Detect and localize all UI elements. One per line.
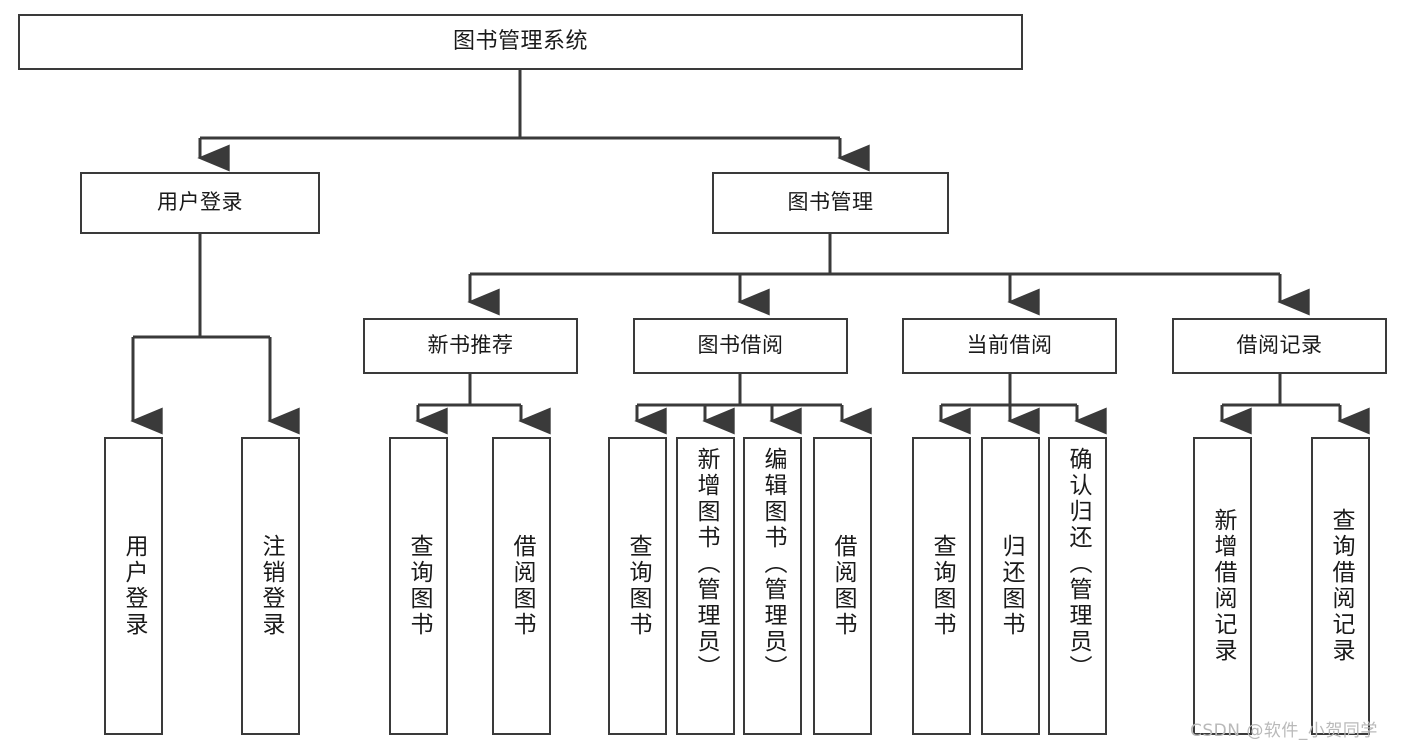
node-label: 用户登录 — [121, 534, 147, 638]
leaf-borrow-add-book-admin[interactable]: 新增图书（管理员） — [676, 437, 735, 735]
leaf-borrow-query-book[interactable]: 查询图书 — [608, 437, 667, 735]
node-label: 图书借阅 — [697, 333, 784, 358]
leaf-user-login[interactable]: 用户登录 — [104, 437, 163, 735]
leaf-newbook-query-book[interactable]: 查询图书 — [389, 437, 448, 735]
node-label: 编辑图书（管理员） — [760, 447, 786, 681]
node-root-library-system[interactable]: 图书管理系统 — [18, 14, 1023, 70]
node-label: 归还图书 — [998, 534, 1024, 638]
leaf-current-return-book[interactable]: 归还图书 — [981, 437, 1040, 735]
leaf-record-add-record[interactable]: 新增借阅记录 — [1193, 437, 1252, 735]
node-label: 当前借阅 — [966, 333, 1053, 358]
leaf-current-confirm-return-admin[interactable]: 确认归还（管理员） — [1048, 437, 1107, 735]
node-label: 借阅图书 — [509, 534, 535, 638]
leaf-borrow-edit-book-admin[interactable]: 编辑图书（管理员） — [743, 437, 802, 735]
node-label: 用户登录 — [157, 190, 243, 215]
node-label: 新增借阅记录 — [1210, 508, 1236, 664]
leaf-current-query-book[interactable]: 查询图书 — [912, 437, 971, 735]
node-label: 借阅记录 — [1236, 333, 1323, 358]
node-label: 图书管理 — [787, 190, 874, 215]
node-label: 借阅图书 — [830, 534, 856, 638]
csdn-watermark: CSDN @软件_小贺同学 — [1190, 721, 1378, 741]
node-label: 新增图书（管理员） — [693, 447, 719, 681]
node-label: 图书管理系统 — [452, 28, 588, 54]
node-new-book-recommend[interactable]: 新书推荐 — [363, 318, 578, 374]
node-book-borrow[interactable]: 图书借阅 — [633, 318, 848, 374]
node-label: 查询图书 — [406, 534, 432, 638]
node-borrow-record[interactable]: 借阅记录 — [1172, 318, 1387, 374]
leaf-record-query-record[interactable]: 查询借阅记录 — [1311, 437, 1370, 735]
node-label: 注销登录 — [258, 534, 284, 638]
node-label: 确认归还（管理员） — [1065, 447, 1091, 681]
node-user-login[interactable]: 用户登录 — [80, 172, 320, 234]
leaf-borrow-borrow-book[interactable]: 借阅图书 — [813, 437, 872, 735]
leaf-newbook-borrow-book[interactable]: 借阅图书 — [492, 437, 551, 735]
node-label: 查询图书 — [625, 534, 651, 638]
node-current-borrow[interactable]: 当前借阅 — [902, 318, 1117, 374]
leaf-user-logout[interactable]: 注销登录 — [241, 437, 300, 735]
node-label: 查询借阅记录 — [1328, 508, 1354, 664]
node-label: 查询图书 — [929, 534, 955, 638]
node-book-management[interactable]: 图书管理 — [712, 172, 949, 234]
node-label: 新书推荐 — [427, 333, 514, 358]
